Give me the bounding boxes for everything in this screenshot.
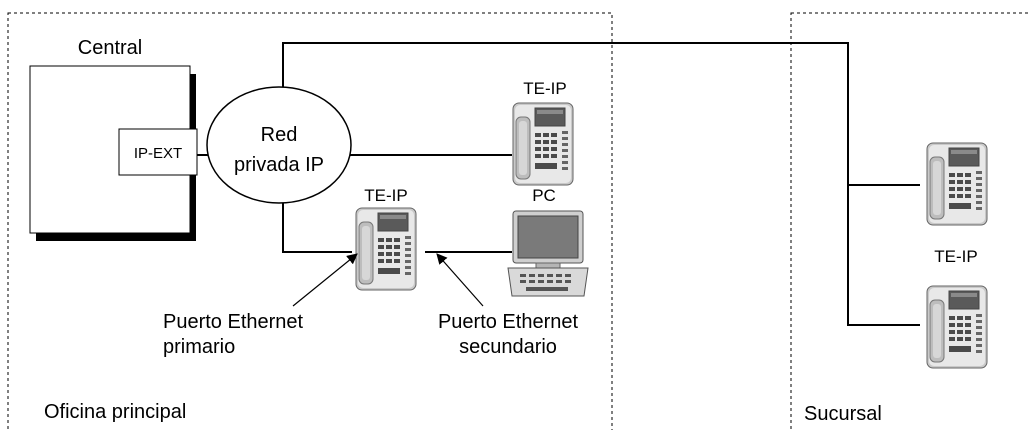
branch-office-label: Sucursal — [804, 403, 882, 425]
primary-port-label-line1: Puerto Ethernet — [163, 311, 304, 333]
pbx-unit: IP-EXT — [29, 65, 198, 241]
ip-ext-card — [118, 128, 198, 176]
primary-port-label-line2: primario — [163, 336, 235, 358]
primary-port-arrow — [292, 253, 358, 307]
main-office-label: Oficina principal — [44, 401, 186, 423]
branch-ip-phone-label: TE-IP — [934, 247, 977, 266]
ip-ext-card-label: IP-EXT — [134, 145, 182, 162]
network-label-line2: privada IP — [234, 154, 324, 176]
pbx-label: Central — [78, 37, 142, 59]
ip-phone-icon — [355, 207, 417, 291]
main-office-boundary — [7, 12, 613, 430]
secondary-port-label-line2: secundario — [459, 336, 557, 358]
private-ip-network-cloud: Red privada IP — [206, 86, 352, 204]
network-label-line1: Red — [261, 124, 298, 146]
ip-phone-top-label: TE-IP — [523, 79, 566, 98]
ip-phone-icon — [926, 142, 988, 226]
pc-icon — [507, 210, 589, 297]
ip-phone-middle-label: TE-IP — [364, 186, 407, 205]
secondary-port-arrow — [436, 253, 484, 307]
branch-office-boundary — [790, 12, 1031, 430]
secondary-port-label-line1: Puerto Ethernet — [438, 311, 579, 333]
pc-label: PC — [532, 186, 556, 205]
ip-phone-icon — [512, 102, 574, 186]
connection-lines — [197, 42, 920, 326]
ip-phone-icon — [926, 285, 988, 369]
